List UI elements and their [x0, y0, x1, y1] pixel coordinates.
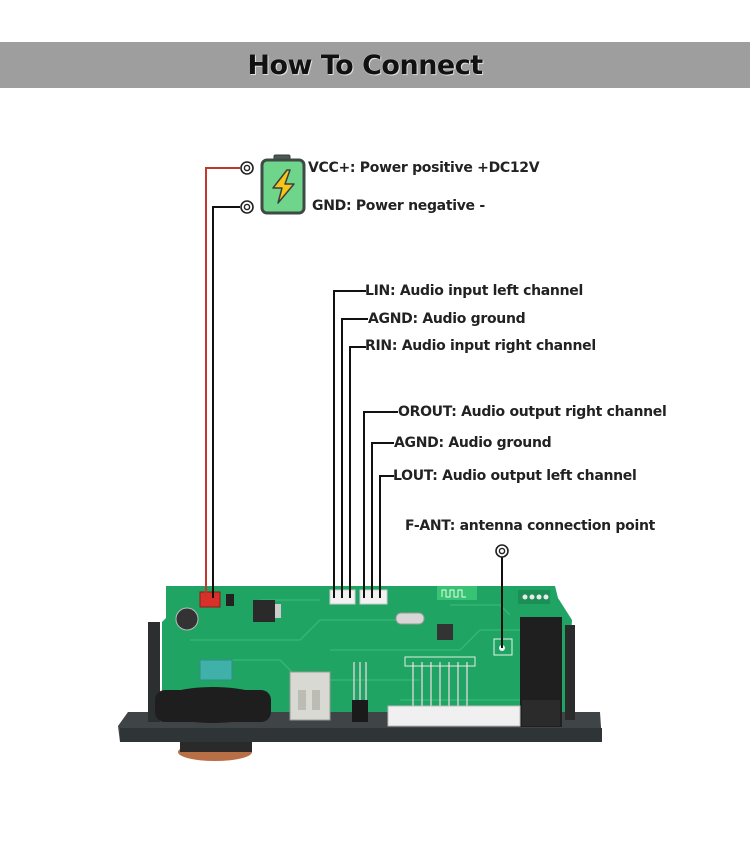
vcc-wire: [205, 167, 240, 598]
regulator-chip: [253, 600, 275, 622]
gnd-terminal-icon: [240, 200, 254, 214]
antenna-label: F-ANT: antenna connection point: [405, 518, 656, 534]
agnd-in-wire: [341, 318, 368, 598]
bluetooth-chip: [437, 624, 453, 640]
title-banner: How To Connect: [0, 42, 750, 88]
agnd-out-label: AGND: Audio ground: [394, 435, 552, 451]
lout-label: LOUT: Audio output left channel: [393, 468, 637, 484]
agnd-out-wire: [371, 442, 394, 598]
crystal: [395, 612, 425, 625]
orout-wire: [363, 411, 398, 598]
rin-wire: [349, 346, 366, 598]
vcc-label: VCC+: Power positive +DC12V: [308, 160, 540, 176]
electrolytic-capacitor: [175, 607, 199, 631]
gnd-description: Power negative -: [355, 198, 485, 214]
gnd-pin: GND: [312, 198, 346, 214]
agnd-in-label: AGND: Audio ground: [368, 311, 526, 327]
antenna-terminal-icon: [495, 544, 509, 558]
display-connector: [387, 705, 521, 727]
vcc-description: Power positive +DC12V: [359, 160, 540, 176]
lin-label: LIN: Audio input left channel: [365, 283, 583, 299]
lout-wire: [379, 475, 394, 598]
battery-charging-icon: [260, 154, 306, 215]
vcc-pin: VCC+: [308, 160, 350, 176]
module-board: [118, 586, 602, 761]
gnd-wire: [212, 206, 240, 598]
pcb-antenna-trace: [441, 589, 466, 598]
power-connector: [199, 591, 221, 608]
ir-receiver: [352, 700, 368, 722]
orout-label: OROUT: Audio output right channel: [398, 404, 667, 420]
rin-label: RIN: Audio input right channel: [365, 338, 596, 354]
usb-port: [289, 671, 331, 721]
gnd-label: GND: Power negative -: [312, 198, 485, 214]
page-title: How To Connect: [247, 49, 483, 81]
lin-wire: [333, 290, 366, 598]
vcc-terminal-icon: [240, 161, 254, 175]
inductor: [199, 659, 233, 681]
